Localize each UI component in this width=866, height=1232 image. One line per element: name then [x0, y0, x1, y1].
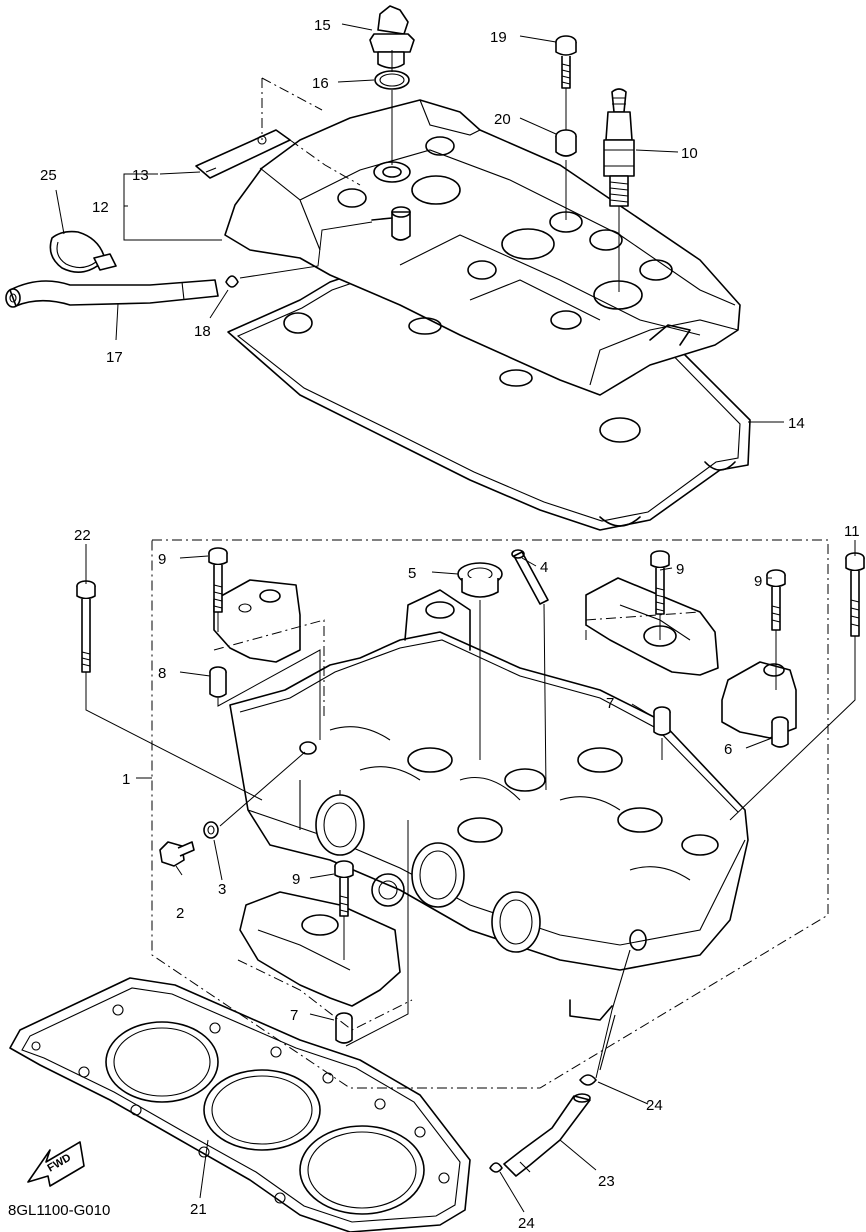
callout-4: 4: [540, 559, 548, 576]
callout-5: 5: [408, 565, 416, 582]
hose-clip-upper: [579, 1074, 597, 1086]
callout-18: 18: [194, 323, 211, 340]
callout-12: 12: [92, 199, 109, 216]
callout-9-d: 9: [292, 871, 300, 888]
hose-clamp: [49, 230, 117, 273]
callout-9-c: 9: [754, 573, 762, 590]
camshaft-cap-left-upper: [213, 579, 301, 663]
callout-7-b: 7: [290, 1007, 298, 1024]
dowel-pin-7-lower: [335, 1012, 353, 1044]
cover-bolt: [555, 35, 577, 89]
callout-7-a: 7: [606, 695, 614, 712]
long-bolt-22: [76, 580, 96, 673]
callout-19: 19: [490, 29, 507, 46]
water-hose: [503, 1093, 591, 1177]
callout-20: 20: [494, 111, 511, 128]
spark-plug: [603, 88, 635, 207]
guide-pin: [511, 549, 549, 605]
grommet: [555, 129, 577, 157]
callout-21: 21: [190, 1201, 207, 1218]
cylinder-head-gasket: [9, 977, 471, 1232]
assembly-boundary: [151, 539, 829, 1089]
callout-8: 8: [158, 665, 166, 682]
callout-17: 17: [106, 349, 123, 366]
breather-hose: [5, 279, 219, 308]
callout-1: 1: [122, 771, 130, 788]
callout-11: 11: [844, 523, 860, 540]
cam-cap-bolt-3: [766, 569, 786, 631]
plug-grommet: [457, 562, 503, 598]
long-bolt-11: [845, 552, 865, 637]
callout-24-a: 24: [646, 1097, 663, 1114]
cylinder-head-cover: [224, 99, 741, 396]
callout-23: 23: [598, 1173, 615, 1190]
callout-15: 15: [314, 17, 331, 34]
callout-10: 10: [681, 145, 698, 162]
cam-cap-bolt-2: [650, 550, 670, 615]
callout-9-b: 9: [676, 561, 684, 578]
cam-cap-bolt-1: [208, 547, 228, 613]
dowel-pin-8: [209, 666, 227, 698]
callout-9-a: 9: [158, 551, 166, 568]
callout-24-b: 24: [518, 1215, 535, 1232]
callout-16: 16: [312, 75, 329, 92]
oil-filler-cap: [369, 5, 415, 69]
leader-lines: [55, 23, 856, 1213]
dowel-pin-6: [771, 716, 789, 748]
hose-clip-lower: [489, 1162, 503, 1173]
callout-13: 13: [132, 167, 149, 184]
callout-25: 25: [40, 167, 57, 184]
forward-direction-arrow-icon: FWD: [27, 1141, 85, 1187]
dowel-pin-7-upper: [653, 706, 671, 736]
small-clip: [225, 275, 239, 288]
callout-labels: 15 16 19 20 10 13 12 25 18 17 14 22 11 9…: [40, 17, 860, 1232]
diagram-code: 8GL1100-G010: [8, 1202, 110, 1219]
callout-2: 2: [176, 905, 184, 922]
callout-6: 6: [724, 741, 732, 758]
camshaft-cap-right-upper: [585, 577, 719, 676]
washer-3: [203, 821, 219, 839]
bolt-2: [159, 841, 195, 867]
camshaft-cap-lower: [239, 891, 401, 1007]
callout-3: 3: [218, 881, 226, 898]
callout-22: 22: [74, 527, 91, 544]
callout-14: 14: [788, 415, 805, 432]
